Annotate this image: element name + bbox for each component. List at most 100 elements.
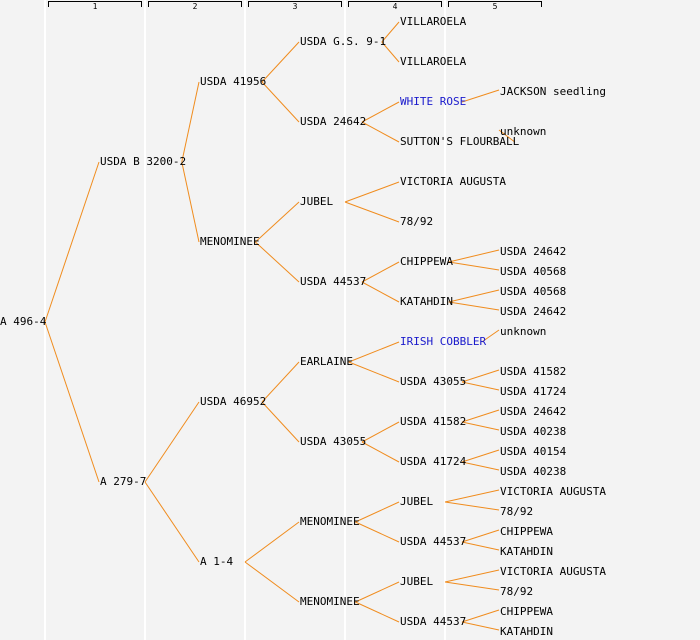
connector-line — [461, 381, 500, 391]
generation-number: 5 — [492, 2, 498, 11]
generation-number: 4 — [392, 2, 398, 11]
connector-line — [348, 341, 400, 363]
connector-line — [348, 361, 400, 383]
pedigree-node-link[interactable]: WHITE ROSE — [400, 95, 467, 108]
connector-line — [444, 569, 500, 583]
pedigree-node[interactable]: USDA 41582 — [500, 365, 567, 378]
pedigree-node-link[interactable]: IRISH COBBLER — [400, 335, 487, 348]
pedigree-node[interactable]: MENOMINEE — [200, 235, 260, 248]
pedigree-node[interactable]: USDA 41582 — [400, 415, 467, 428]
connector-line — [261, 41, 300, 83]
column-separator — [244, 0, 246, 640]
generation-header: 1 — [48, 1, 142, 11]
pedigree-node[interactable]: VILLAROELA — [400, 55, 467, 68]
pedigree-node[interactable]: KATAHDIN — [400, 295, 453, 308]
connector-line — [181, 81, 200, 163]
connector-line — [244, 521, 300, 563]
pedigree-node[interactable]: SUTTON'S FLOURBALL — [400, 135, 520, 148]
generation-header: 5 — [448, 1, 542, 11]
connector-line — [461, 541, 500, 551]
generation-header: 2 — [148, 1, 242, 11]
connector-line — [444, 581, 500, 591]
pedigree-node[interactable]: A 1-4 — [200, 555, 234, 568]
pedigree-node[interactable]: 78/92 — [500, 585, 534, 598]
pedigree-node[interactable]: USDA G.S. 9-1 — [300, 35, 387, 48]
pedigree-node[interactable]: KATAHDIN — [500, 625, 553, 638]
pedigree-node[interactable]: JACKSON seedling — [500, 85, 606, 98]
pedigree-node[interactable]: USDA 41956 — [200, 75, 267, 88]
pedigree-node[interactable]: USDA 43055 — [300, 435, 367, 448]
connector-line — [44, 321, 100, 483]
pedigree-node[interactable]: VICTORIA AUGUSTA — [500, 485, 606, 498]
pedigree-node[interactable]: CHIPPEWA — [500, 525, 553, 538]
connector-line — [255, 201, 300, 243]
connector-line — [355, 581, 400, 603]
connector-line — [461, 609, 500, 623]
pedigree-node[interactable]: VILLAROELA — [400, 15, 467, 28]
pedigree-node[interactable]: USDA 41724 — [500, 385, 567, 398]
connector-line — [361, 281, 400, 303]
connector-line — [448, 301, 500, 311]
pedigree-node[interactable]: USDA 46952 — [200, 395, 267, 408]
pedigree-node[interactable]: USDA 40154 — [500, 445, 567, 458]
connector-line — [244, 561, 300, 603]
pedigree-node[interactable]: USDA 40238 — [500, 425, 567, 438]
pedigree-node[interactable]: USDA B 3200-2 — [100, 155, 187, 168]
connector-line — [361, 121, 400, 143]
pedigree-node[interactable]: EARLAINE — [300, 355, 353, 368]
pedigree-node[interactable]: USDA 43055 — [400, 375, 467, 388]
connector-line — [361, 101, 400, 123]
connector-line — [461, 621, 500, 631]
connector-line — [355, 501, 400, 523]
pedigree-node[interactable]: USDA 44537 — [400, 535, 467, 548]
pedigree-node[interactable]: USDA 44537 — [400, 615, 467, 628]
pedigree-node[interactable]: MENOMINEE — [300, 595, 360, 608]
connector-line — [448, 261, 500, 271]
connector-line — [381, 41, 400, 63]
column-separator — [344, 0, 346, 640]
column-separator — [144, 0, 146, 640]
connector-line — [261, 401, 300, 443]
connector-line — [448, 249, 500, 263]
pedigree-node[interactable]: CHIPPEWA — [500, 605, 553, 618]
pedigree-node[interactable]: JUBEL — [300, 195, 334, 208]
connector-line — [444, 489, 500, 503]
generation-number: 1 — [92, 2, 98, 11]
column-separator — [44, 0, 46, 640]
pedigree-node[interactable]: USDA 40568 — [500, 265, 567, 278]
connector-line — [481, 329, 500, 343]
connector-line — [181, 161, 200, 243]
pedigree-node[interactable]: 78/92 — [400, 215, 434, 228]
pedigree-node[interactable]: USDA 24642 — [500, 305, 567, 318]
pedigree-node[interactable]: JUBEL — [400, 575, 434, 588]
connector-line — [261, 361, 300, 403]
pedigree-node[interactable]: USDA 40238 — [500, 465, 567, 478]
pedigree-node[interactable]: USDA 41724 — [400, 455, 467, 468]
pedigree-node[interactable]: USDA 44537 — [300, 275, 367, 288]
pedigree-node[interactable]: USDA 40568 — [500, 285, 567, 298]
connector-line — [355, 521, 400, 543]
pedigree-node[interactable]: A 279-7 — [100, 475, 147, 488]
pedigree-node[interactable]: USDA 24642 — [500, 245, 567, 258]
generation-number: 3 — [292, 2, 298, 11]
connector-line — [261, 81, 300, 123]
column-separator — [444, 0, 446, 640]
pedigree-node[interactable]: MENOMINEE — [300, 515, 360, 528]
pedigree-node[interactable]: JUBEL — [400, 495, 434, 508]
pedigree-node[interactable]: unknown — [500, 325, 547, 338]
connector-line — [255, 241, 300, 283]
pedigree-node[interactable]: 78/92 — [500, 505, 534, 518]
pedigree-node[interactable]: A 496-4 — [0, 315, 47, 328]
pedigree-node[interactable]: USDA 24642 — [500, 405, 567, 418]
pedigree-node[interactable]: VICTORIA AUGUSTA — [500, 565, 606, 578]
pedigree-node[interactable]: KATAHDIN — [500, 545, 553, 558]
connector-line — [355, 601, 400, 623]
pedigree-node[interactable]: VICTORIA AUGUSTA — [400, 175, 506, 188]
generation-number: 2 — [192, 2, 198, 11]
pedigree-node[interactable]: CHIPPEWA — [400, 255, 453, 268]
pedigree-node[interactable]: unknown — [500, 125, 547, 138]
pedigree-node[interactable]: USDA 24642 — [300, 115, 367, 128]
generation-header: 3 — [248, 1, 342, 11]
generation-header: 4 — [348, 1, 442, 11]
